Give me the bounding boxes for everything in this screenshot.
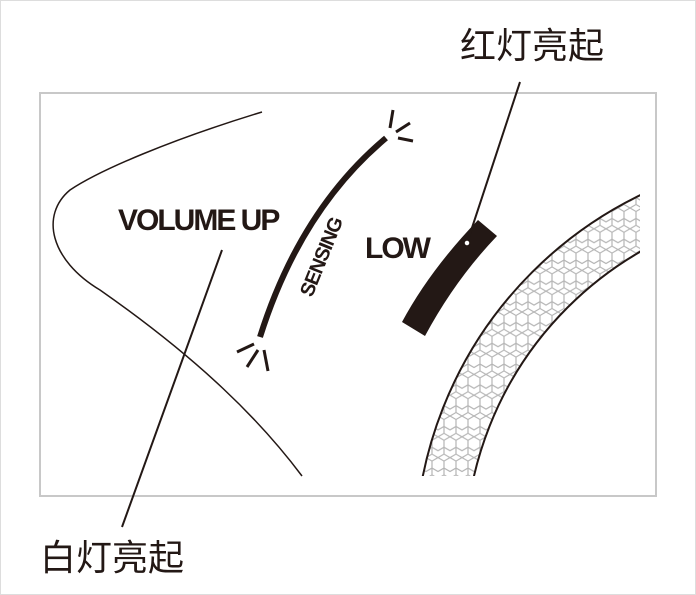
red-light-label: 红灯亮起 xyxy=(460,25,604,66)
sensing-arc xyxy=(257,135,388,338)
sensing-rays-top xyxy=(388,109,414,143)
low-label: LOW xyxy=(365,232,432,265)
white-light-leader xyxy=(121,249,223,528)
red-light-leader xyxy=(466,81,521,244)
panel-outline-curve xyxy=(52,111,303,477)
white-light-label: 白灯亮起 xyxy=(40,537,184,578)
red-light-point xyxy=(463,239,471,247)
volume-up-label: VOLUME UP xyxy=(118,204,279,237)
low-indicator-bar xyxy=(402,220,497,336)
speaker-ring xyxy=(421,194,640,476)
sensing-rays-bottom xyxy=(236,342,270,372)
